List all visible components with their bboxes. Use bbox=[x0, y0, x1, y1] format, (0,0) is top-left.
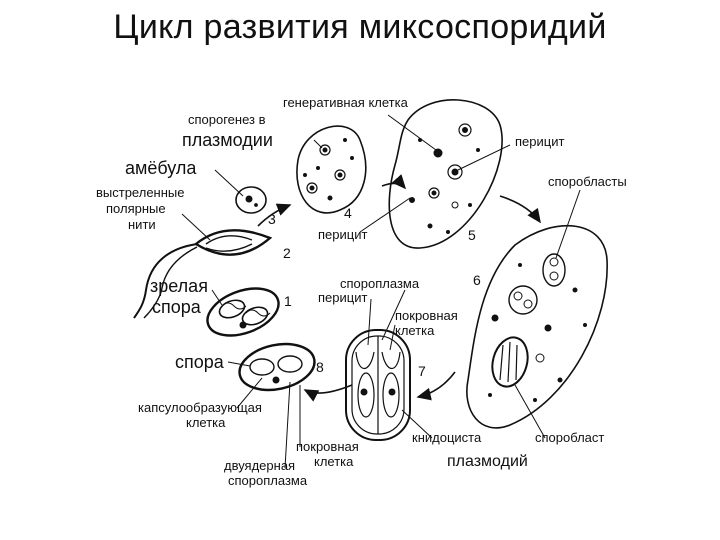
label-polar-line3: нити bbox=[128, 217, 156, 232]
label-binucleate-line1: двуядерная bbox=[224, 458, 295, 473]
stage-4-young-plasmodium bbox=[296, 125, 367, 214]
label-sporogenesis-line2: плазмодии bbox=[182, 130, 273, 150]
arrow-cycle-top bbox=[381, 174, 407, 190]
label-cover-cell-line2: клетка bbox=[395, 323, 435, 338]
stage-number-2: 2 bbox=[283, 245, 291, 261]
stage-8-spore bbox=[238, 342, 316, 392]
stage-6-plasmodium-sporoblasts bbox=[466, 224, 608, 429]
label-sporoblasts: споробласты bbox=[548, 174, 627, 189]
label-sporoblast: споробласт bbox=[535, 430, 604, 445]
stage-number-1: 1 bbox=[284, 293, 292, 309]
stage-7-sporoblast bbox=[345, 329, 411, 441]
label-cnidocyst: книдоциста bbox=[412, 430, 482, 445]
stage-2-spore-filaments bbox=[133, 229, 273, 319]
label-amoebula: амёбула bbox=[125, 158, 197, 178]
label-pericyte-low: перицит bbox=[318, 290, 367, 305]
label-cover-cell-line1: покровная bbox=[395, 308, 458, 323]
label-cover-cell-bottom-line1: покровная bbox=[296, 439, 359, 454]
label-plasmodium: плазмодий bbox=[447, 453, 528, 470]
label-capsulogenic-line1: капсулообразующая bbox=[138, 400, 262, 415]
label-binucleate-line2: спороплазма bbox=[228, 473, 308, 488]
label-sporoplasm: спороплазма bbox=[340, 276, 420, 291]
arrow-cycle-bottom bbox=[416, 371, 456, 401]
page-title: Цикл развития миксоспоридий bbox=[113, 8, 607, 46]
arrow-cycle-left-top bbox=[257, 203, 292, 227]
stage-number-5: 5 bbox=[468, 227, 476, 243]
stage-number-8: 8 bbox=[316, 359, 324, 375]
label-cover-cell-bottom-line2: клетка bbox=[314, 454, 354, 469]
stage-1-mature-spore bbox=[206, 287, 280, 337]
label-mature-line2: спора bbox=[152, 297, 202, 317]
label-capsulogenic-line2: клетка bbox=[186, 415, 226, 430]
label-sporogenesis-line1: спорогенез в bbox=[188, 112, 266, 127]
label-pericyte-mid: перицит bbox=[318, 227, 367, 242]
arrow-cycle-left-bottom bbox=[303, 384, 353, 402]
stage-5-plasmodium bbox=[388, 99, 503, 249]
stage-3-amoebula bbox=[235, 186, 267, 214]
stage-number-4: 4 bbox=[344, 205, 352, 221]
label-pericyte-top: перицит bbox=[515, 134, 564, 149]
arrow-cycle-right bbox=[499, 195, 541, 224]
stage-number-3: 3 bbox=[268, 211, 276, 227]
label-spore: спора bbox=[175, 352, 225, 372]
pointer-lines bbox=[181, 114, 581, 469]
stage-number-7: 7 bbox=[418, 363, 426, 379]
label-generative-cell: генеративная клетка bbox=[283, 95, 409, 110]
label-polar-line1: выстреленные bbox=[96, 185, 184, 200]
stage-number-6: 6 bbox=[473, 272, 481, 288]
label-polar-line2: полярные bbox=[106, 201, 166, 216]
label-mature-line1: зрелая bbox=[150, 276, 208, 296]
